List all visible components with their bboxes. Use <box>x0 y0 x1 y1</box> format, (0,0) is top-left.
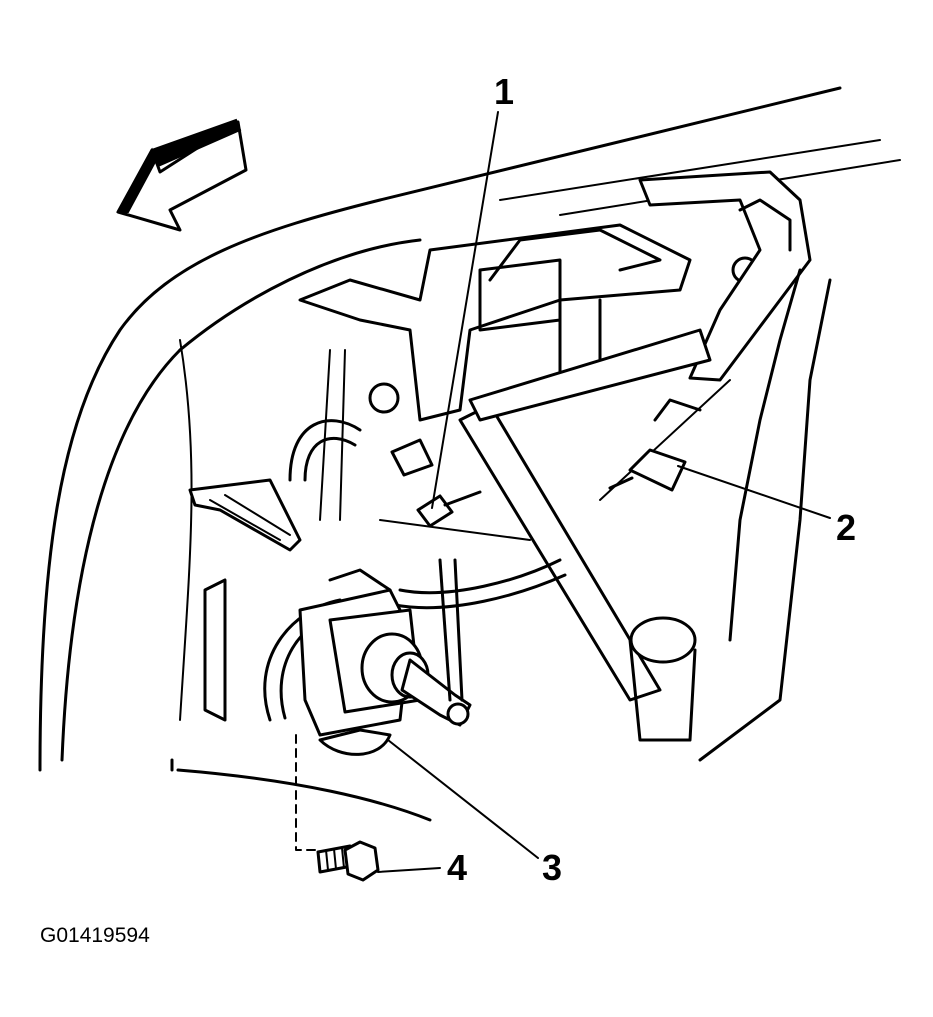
fender-bracket <box>599 170 832 762</box>
callout-1: 1 <box>494 71 515 112</box>
callout-4: 4 <box>447 847 468 888</box>
latch-bracket <box>188 478 302 722</box>
leader-lines <box>295 111 831 873</box>
callout-2: 2 <box>836 507 857 548</box>
forward-direction-arrow <box>116 118 248 232</box>
figure-id: G01419594 <box>40 924 150 947</box>
actuator-assembly <box>263 558 472 756</box>
callout-3: 3 <box>542 847 563 888</box>
hose-assembly <box>288 419 567 610</box>
diagonal-brace <box>458 328 712 742</box>
mounting-bolt <box>316 840 380 882</box>
radiator-support <box>298 223 759 521</box>
body-panel <box>38 86 901 822</box>
small-bolt <box>390 438 482 528</box>
sensor-connector <box>608 398 702 492</box>
